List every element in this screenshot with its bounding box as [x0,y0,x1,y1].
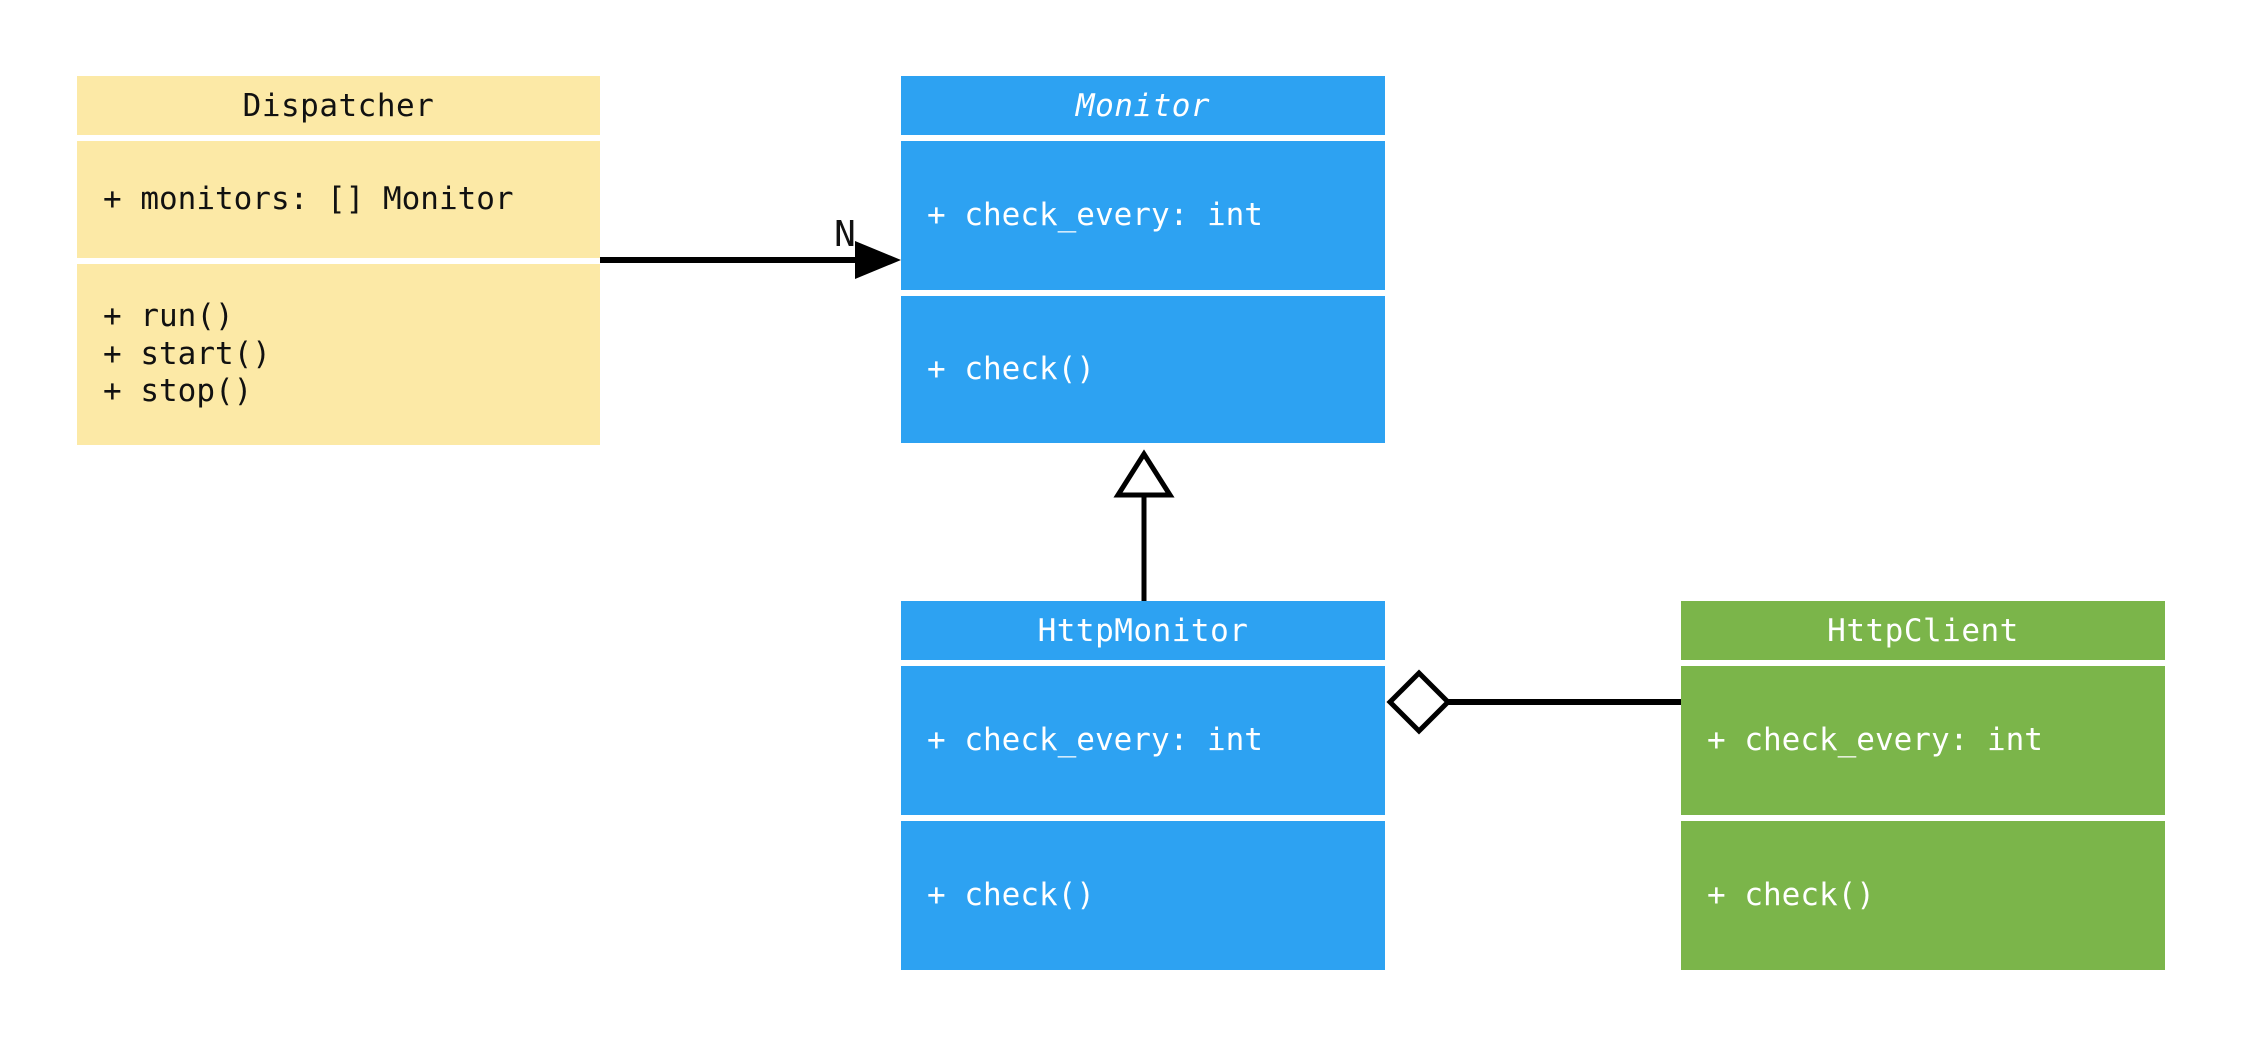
class-methods-section: + check() [901,821,1385,970]
multiplicity-label: N [834,214,856,255]
hollow-triangle-icon [1113,449,1175,498]
class-title: Monitor [901,76,1385,135]
class-title: HttpMonitor [901,601,1385,660]
class-title: Dispatcher [77,76,600,135]
class-attributes-section: + check_every: int [901,141,1385,290]
class-method: + stop() [103,373,253,410]
class-monitor: Monitor + check_every: int + check() [901,76,1385,443]
class-attribute: + monitors: [] Monitor [103,180,514,217]
class-attribute: + check_every: int [927,721,1263,758]
class-methods-section: + run() + start() + stop() [77,264,600,445]
class-attributes-section: + monitors: [] Monitor [77,141,600,258]
hollow-diamond-icon [1386,669,1452,735]
class-method: + check() [927,876,1095,913]
class-attribute: + check_every: int [927,196,1263,233]
aggregation-connector-httpmonitor-httpclient [1386,669,1681,735]
class-methods-section: + check() [1681,821,2165,970]
class-attributes-section: + check_every: int [1681,666,2165,815]
inheritance-arrow-httpmonitor-to-monitor [1113,449,1175,601]
class-attribute: + check_every: int [1707,721,2043,758]
class-title: HttpClient [1681,601,2165,660]
class-attributes-section: + check_every: int [901,666,1385,815]
class-method: + check() [927,350,1095,387]
class-method: + start() [103,335,271,372]
class-httpmonitor: HttpMonitor + check_every: int + check() [901,601,1385,970]
class-methods-section: + check() [901,296,1385,443]
class-dispatcher: Dispatcher + monitors: [] Monitor + run(… [77,76,600,445]
class-httpclient: HttpClient + check_every: int + check() [1681,601,2165,970]
class-method: + run() [103,297,234,334]
filled-arrowhead-icon [855,241,901,279]
class-method: + check() [1707,876,1875,913]
association-arrow-dispatcher-to-monitor: N [600,214,901,279]
